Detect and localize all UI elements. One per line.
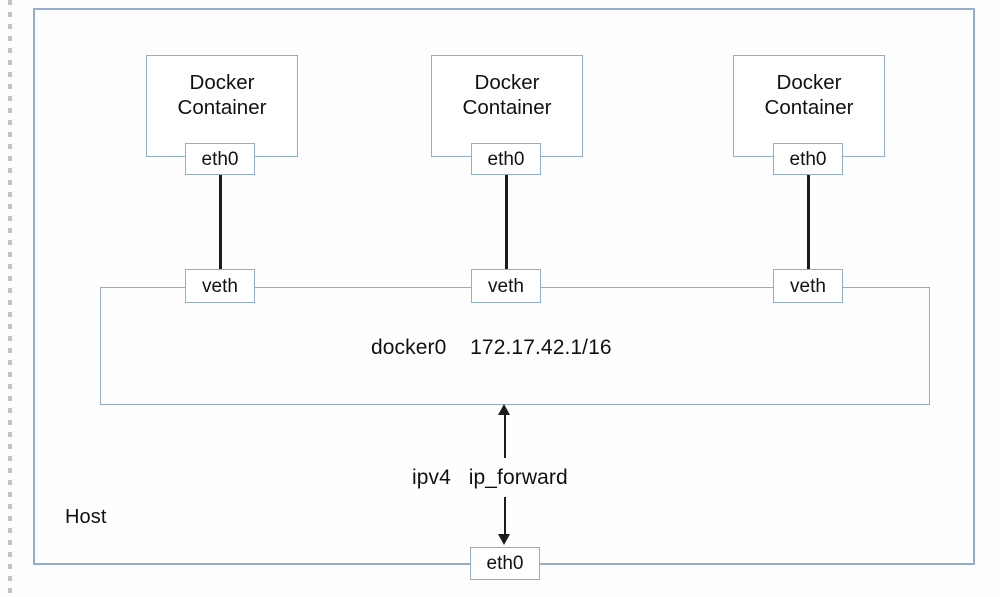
container-eth0-box-2: eth0 xyxy=(471,143,541,175)
docker-container-title-2: Docker Container xyxy=(462,71,552,119)
ip-forward-up-arrow-shaft xyxy=(503,414,507,458)
veth-box-1: veth xyxy=(185,269,255,303)
veth-box-2: veth xyxy=(471,269,541,303)
docker-container-box-1: Docker Container xyxy=(146,55,298,157)
ip-forward-down-arrow-shaft xyxy=(503,497,507,535)
veth-label-1: veth xyxy=(202,275,238,297)
docker0-bridge-label: docker0 172.17.42.1/16 xyxy=(371,336,612,359)
container-eth0-label-3: eth0 xyxy=(789,148,827,170)
veth-box-3: veth xyxy=(773,269,843,303)
host-eth0-label: eth0 xyxy=(486,553,524,574)
link-eth0-veth-3 xyxy=(806,175,810,269)
veth-label-2: veth xyxy=(488,275,524,297)
ip-forward-label: ipv4 ip_forward xyxy=(412,466,568,489)
page-edge-dotted-line xyxy=(8,0,12,597)
container-eth0-label-2: eth0 xyxy=(487,148,525,170)
ip-forward-up-arrow-head xyxy=(498,404,511,415)
container-eth0-label-1: eth0 xyxy=(201,148,239,170)
ip-forward-down-arrow-head xyxy=(498,534,511,545)
host-eth0-box: eth0 xyxy=(470,547,540,580)
docker-container-box-2: Docker Container xyxy=(431,55,583,157)
link-eth0-veth-2 xyxy=(504,175,508,269)
docker-container-title-1: Docker Container xyxy=(177,71,267,119)
veth-label-3: veth xyxy=(790,275,826,297)
host-label: Host xyxy=(65,506,107,528)
docker-container-title-3: Docker Container xyxy=(764,71,854,119)
container-eth0-box-3: eth0 xyxy=(773,143,843,175)
link-eth0-veth-1 xyxy=(218,175,222,269)
docker-container-box-3: Docker Container xyxy=(733,55,885,157)
container-eth0-box-1: eth0 xyxy=(185,143,255,175)
